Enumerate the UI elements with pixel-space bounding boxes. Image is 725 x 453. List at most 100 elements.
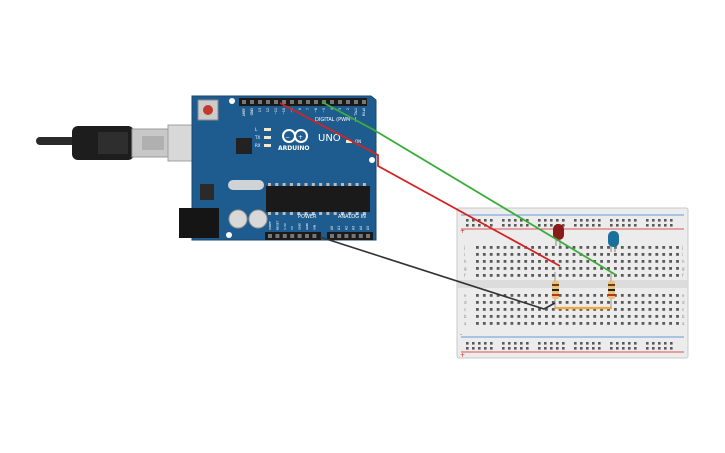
rail-hole[interactable] bbox=[520, 347, 523, 350]
breadboard-hole[interactable] bbox=[572, 274, 576, 277]
rail-hole[interactable] bbox=[592, 219, 595, 222]
breadboard-hole[interactable] bbox=[476, 315, 479, 318]
rail-hole[interactable] bbox=[514, 219, 517, 222]
breadboard-hole[interactable] bbox=[565, 315, 569, 318]
breadboard-hole[interactable] bbox=[545, 260, 548, 263]
breadboard-hole[interactable] bbox=[648, 308, 652, 311]
breadboard-hole[interactable] bbox=[572, 267, 576, 270]
breadboard-hole[interactable] bbox=[634, 308, 638, 311]
header-pin[interactable] bbox=[322, 100, 326, 104]
breadboard-hole[interactable] bbox=[558, 294, 562, 297]
rail-hole[interactable] bbox=[574, 219, 577, 222]
breadboard-hole[interactable] bbox=[607, 322, 610, 325]
breadboard-hole[interactable] bbox=[476, 308, 479, 311]
rail-hole[interactable] bbox=[508, 224, 511, 227]
breadboard-hole[interactable] bbox=[510, 308, 514, 311]
rail-hole[interactable] bbox=[628, 347, 631, 350]
breadboard-hole[interactable] bbox=[572, 260, 576, 263]
rail-hole[interactable] bbox=[472, 224, 475, 227]
breadboard-hole[interactable] bbox=[641, 322, 645, 325]
header-pin[interactable] bbox=[306, 100, 310, 104]
breadboard-hole[interactable] bbox=[655, 294, 659, 297]
breadboard-hole[interactable] bbox=[662, 301, 666, 304]
breadboard-hole[interactable] bbox=[648, 301, 652, 304]
breadboard-hole[interactable] bbox=[489, 267, 493, 270]
breadboard-hole[interactable] bbox=[545, 246, 548, 249]
rail-hole[interactable] bbox=[520, 342, 523, 345]
breadboard-hole[interactable] bbox=[531, 274, 534, 277]
breadboard-hole[interactable] bbox=[620, 315, 624, 318]
breadboard-hole[interactable] bbox=[482, 322, 486, 325]
rail-hole[interactable] bbox=[544, 219, 547, 222]
breadboard-hole[interactable] bbox=[551, 308, 555, 311]
breadboard-hole[interactable] bbox=[662, 246, 666, 249]
wire-red[interactable] bbox=[279, 102, 561, 267]
breadboard-hole[interactable] bbox=[558, 246, 562, 249]
breadboard-hole[interactable] bbox=[476, 267, 479, 270]
breadboard-hole[interactable] bbox=[593, 301, 597, 304]
breadboard-hole[interactable] bbox=[634, 322, 638, 325]
breadboard-hole[interactable] bbox=[593, 294, 597, 297]
rail-hole[interactable] bbox=[550, 219, 553, 222]
breadboard-hole[interactable] bbox=[545, 315, 548, 318]
header-pin[interactable] bbox=[312, 234, 317, 238]
breadboard-hole[interactable] bbox=[572, 253, 576, 256]
rail-hole[interactable] bbox=[586, 224, 589, 227]
rail-hole[interactable] bbox=[634, 347, 637, 350]
breadboard-hole[interactable] bbox=[517, 274, 521, 277]
rail-hole[interactable] bbox=[484, 342, 487, 345]
breadboard-hole[interactable] bbox=[538, 246, 541, 249]
breadboard-hole[interactable] bbox=[655, 267, 659, 270]
breadboard-hole[interactable] bbox=[572, 294, 576, 297]
breadboard-hole[interactable] bbox=[476, 253, 479, 256]
header-pin[interactable] bbox=[274, 100, 278, 104]
breadboard-hole[interactable] bbox=[545, 253, 548, 256]
breadboard-hole[interactable] bbox=[510, 260, 514, 263]
breadboard-hole[interactable] bbox=[676, 246, 679, 249]
breadboard-hole[interactable] bbox=[558, 274, 562, 277]
breadboard-hole[interactable] bbox=[565, 294, 569, 297]
rail-hole[interactable] bbox=[466, 342, 469, 345]
rail-hole[interactable] bbox=[664, 219, 667, 222]
breadboard-hole[interactable] bbox=[669, 322, 672, 325]
rail-hole[interactable] bbox=[502, 347, 505, 350]
breadboard-hole[interactable] bbox=[496, 274, 500, 277]
header-pin[interactable] bbox=[305, 234, 309, 238]
breadboard-hole[interactable] bbox=[482, 308, 486, 311]
breadboard-hole[interactable] bbox=[565, 246, 569, 249]
rail-hole[interactable] bbox=[550, 342, 553, 345]
breadboard-hole[interactable] bbox=[489, 294, 493, 297]
breadboard-hole[interactable] bbox=[620, 322, 624, 325]
breadboard-hole[interactable] bbox=[496, 267, 500, 270]
breadboard-hole[interactable] bbox=[669, 274, 672, 277]
breadboard-hole[interactable] bbox=[627, 274, 631, 277]
breadboard-hole[interactable] bbox=[641, 274, 645, 277]
breadboard-hole[interactable] bbox=[669, 246, 672, 249]
header-pin[interactable] bbox=[298, 100, 302, 104]
breadboard-hole[interactable] bbox=[620, 301, 624, 304]
rail-hole[interactable] bbox=[472, 347, 475, 350]
rail-hole[interactable] bbox=[616, 224, 619, 227]
breadboard-hole[interactable] bbox=[620, 274, 624, 277]
rail-hole[interactable] bbox=[628, 342, 631, 345]
breadboard-hole[interactable] bbox=[627, 253, 631, 256]
breadboard-hole[interactable] bbox=[531, 315, 534, 318]
header-pin[interactable] bbox=[258, 100, 262, 104]
breadboard-hole[interactable] bbox=[524, 267, 528, 270]
breadboard-hole[interactable] bbox=[503, 260, 507, 263]
rail-hole[interactable] bbox=[646, 347, 649, 350]
breadboard-hole[interactable] bbox=[662, 315, 666, 318]
rail-hole[interactable] bbox=[478, 342, 481, 345]
rail-hole[interactable] bbox=[646, 342, 649, 345]
breadboard-hole[interactable] bbox=[648, 294, 652, 297]
breadboard-hole[interactable] bbox=[489, 253, 493, 256]
rail-hole[interactable] bbox=[526, 224, 529, 227]
breadboard-hole[interactable] bbox=[517, 260, 521, 263]
breadboard-hole[interactable] bbox=[517, 322, 521, 325]
breadboard-hole[interactable] bbox=[524, 253, 528, 256]
rail-hole[interactable] bbox=[520, 224, 523, 227]
breadboard-hole[interactable] bbox=[558, 260, 562, 263]
header-pin[interactable] bbox=[338, 100, 342, 104]
breadboard-hole[interactable] bbox=[572, 301, 576, 304]
